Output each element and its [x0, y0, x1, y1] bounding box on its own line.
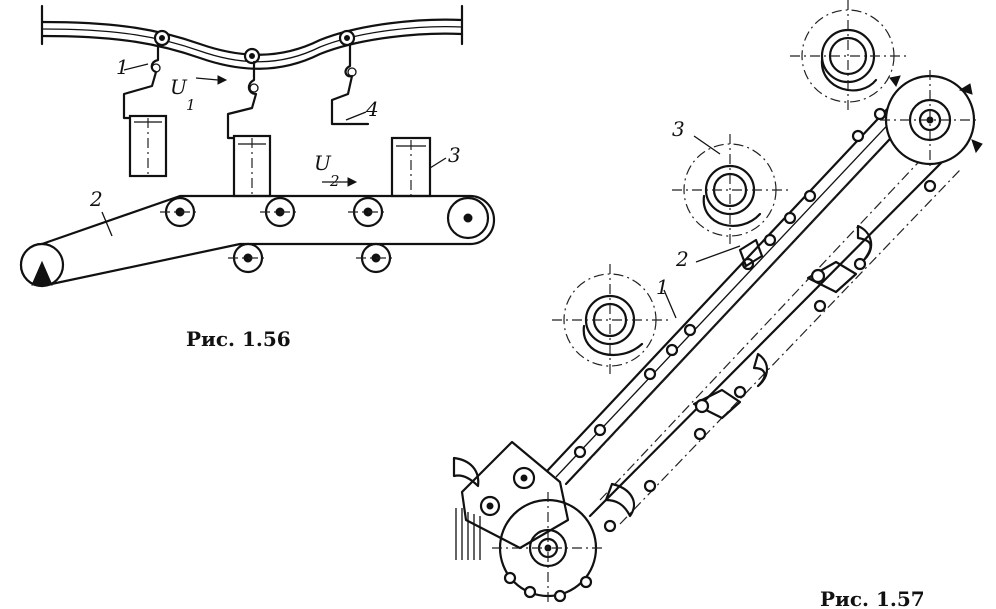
- label-speed-top: U: [170, 75, 188, 99]
- figure-caption: Рис. 1.56: [186, 327, 291, 351]
- figure-caption: Рис. 1.57: [820, 587, 925, 609]
- rail-trolley: [153, 29, 356, 65]
- label-roll: 3: [672, 117, 685, 141]
- inclined-frame: [546, 104, 961, 525]
- chain: [573, 107, 937, 533]
- top-sprocket: [880, 70, 983, 170]
- roll: [552, 0, 906, 376]
- label-box: 3: [448, 143, 461, 167]
- gripper: [604, 224, 873, 518]
- figure-1-56: 1 2 3 4 U 1 U 2 Рис. 1.56: [19, 4, 496, 351]
- label-hook: 4: [365, 97, 379, 121]
- figure-1-57: 3 2 1 Рис. 1.57: [452, 0, 983, 609]
- label-conveyor: 2: [89, 187, 103, 211]
- label-speed-bottom: U: [314, 151, 332, 175]
- label-hanger: 1: [116, 55, 129, 79]
- housing: [452, 440, 570, 560]
- conveyor: [19, 194, 496, 288]
- label-chain: 1: [656, 275, 669, 299]
- label-gripper: 2: [675, 247, 689, 271]
- hanger: [122, 42, 370, 140]
- box: [128, 114, 432, 198]
- speed-arrow: [195, 75, 358, 187]
- bottom-sprocket: [492, 492, 604, 604]
- label-speed-top-sub: 1: [186, 96, 196, 114]
- roller: [19, 196, 490, 288]
- label-speed-bottom-sub: 2: [329, 172, 340, 190]
